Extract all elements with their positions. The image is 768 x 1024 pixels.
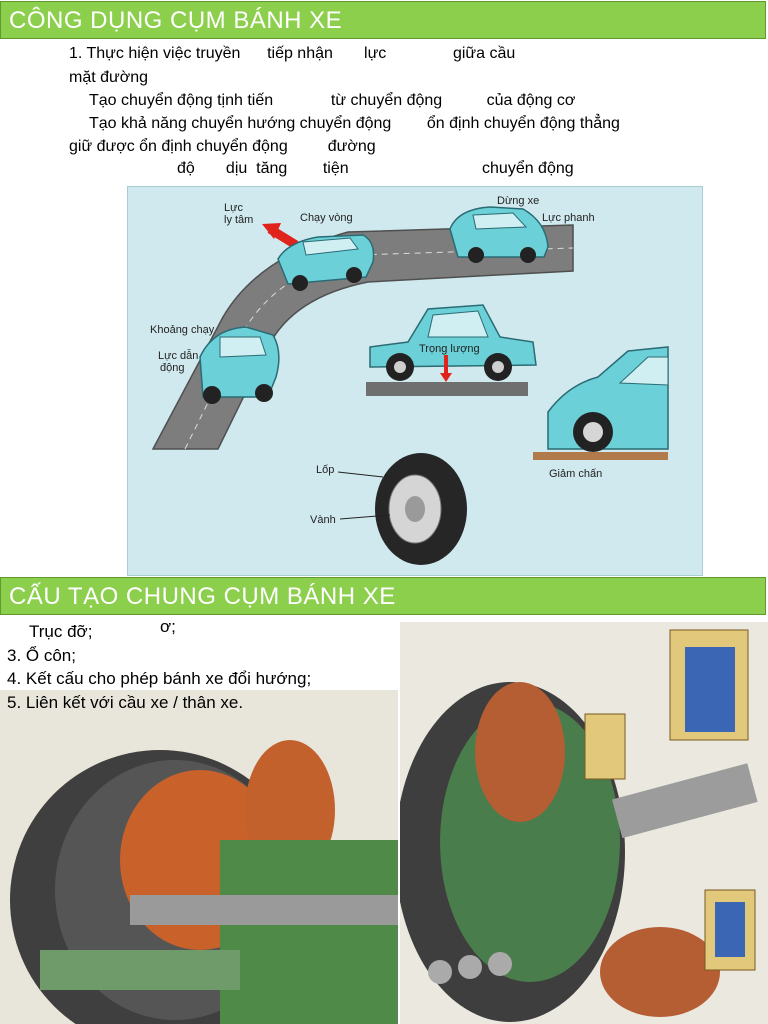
car-braking-illustration xyxy=(449,206,549,263)
section-title-usage: CÔNG DỤNG CỤM BÁNH XE xyxy=(0,1,766,39)
label-shock: Giảm chấn xyxy=(549,468,602,480)
structure-fragment: ơ; xyxy=(160,617,176,636)
car-driving-illustration xyxy=(199,326,280,404)
section-title-structure: CẤU TẠO CHUNG CỤM BÁNH XE xyxy=(0,577,766,615)
car-suspension-illustration xyxy=(533,346,669,460)
tire-illustration xyxy=(337,453,467,565)
usage-line-2: mặt đường xyxy=(69,69,149,86)
usage-line-4: Tạo khả năng chuyển hướng chuyển động ổn… xyxy=(89,115,620,132)
list-item: 3. Ổ côn; xyxy=(7,645,76,665)
list-item: Trục đỡ; xyxy=(29,622,93,641)
label-travel: Khoảng chạy xyxy=(150,324,215,336)
wheel-function-illustration: Lực ly tâm Chạy vòng Dừng xe Lực phanh K… xyxy=(127,186,703,576)
car-weight-illustration xyxy=(366,304,537,396)
label-brake-force: Lực phanh xyxy=(542,212,595,224)
svg-text:động: động xyxy=(160,362,184,374)
label-weight: Trọng lượng xyxy=(419,343,480,355)
list-item: 4. Kết cấu cho phép bánh xe đổi hướng; xyxy=(7,669,312,688)
car-turning-illustration xyxy=(277,234,375,291)
label-drive-force: Lực dẫn xyxy=(158,349,198,362)
label-stop: Dừng xe xyxy=(497,195,539,207)
usage-line-1: 1. Thực hiện việc truyền tiếp nhận lực g… xyxy=(69,45,516,62)
label-tire: Lốp xyxy=(316,464,334,476)
label-centrifugal: Lực xyxy=(224,202,243,214)
wheel-hub-cutaway-image-left xyxy=(0,690,398,1024)
usage-line-5: giữ được ổn định chuyển động đường xyxy=(69,138,376,155)
usage-line-6: độ dịu tăng tiện chuyển động xyxy=(177,160,574,177)
usage-line-3: Tạo chuyển động tịnh tiến từ chuyển động… xyxy=(89,92,576,109)
structure-parts-list: Trục đỡ; 3. Ổ côn; 4. Kết cấu cho phép b… xyxy=(7,620,311,714)
list-item: 5. Liên kết với cầu xe / thân xe. xyxy=(7,692,244,712)
label-rim: Vành xyxy=(310,514,336,526)
svg-text:ly tâm: ly tâm xyxy=(224,214,253,226)
label-turning: Chạy vòng xyxy=(300,212,353,224)
wheel-hub-cutaway-image-right xyxy=(400,622,768,1024)
